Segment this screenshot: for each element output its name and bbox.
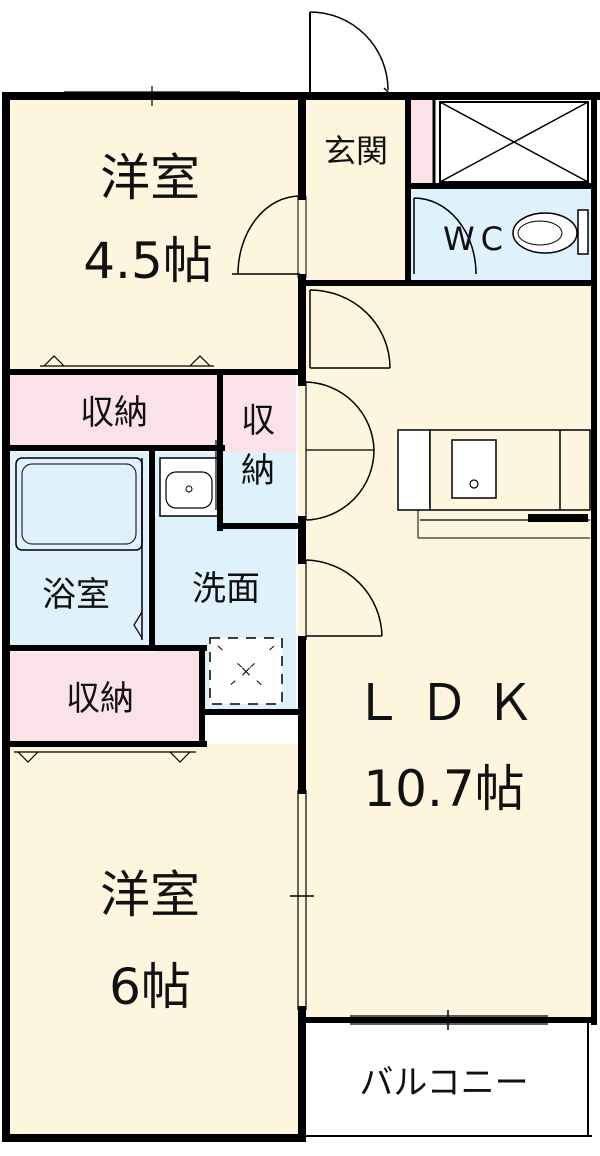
wc-label: WC — [443, 220, 509, 258]
svg-text:×: × — [240, 664, 252, 680]
toilet-icon — [512, 209, 589, 255]
entrance-label: 玄関 — [324, 132, 388, 170]
door-hall — [297, 196, 391, 369]
ldk-size: 10.7帖 — [363, 760, 524, 818]
door-washroom — [305, 559, 383, 640]
doors-windows — [14, 11, 548, 1030]
entrance-strip — [408, 98, 434, 188]
storage-south-label: 収納 — [66, 679, 134, 719]
door-bedroom-north — [232, 195, 301, 275]
kitchen-counter — [397, 429, 591, 539]
labels: 洋室 4.5帖 玄関 WC 収納 収 納 浴室 洗面 収納 Ｌ Ｄ Ｋ 10.7… — [42, 132, 535, 1103]
hall-fill — [298, 188, 408, 283]
door-bedroom-south — [290, 790, 314, 1010]
fixtures: × — [15, 101, 592, 1137]
front-door — [309, 11, 393, 97]
storage-mid-label: 収 納 — [241, 401, 275, 491]
storage-south-fill — [10, 652, 200, 742]
room-fills — [10, 98, 592, 1136]
ldk-name: Ｌ Ｄ Ｋ — [353, 674, 535, 732]
bedroom-south-size: 6帖 — [109, 958, 191, 1016]
balcony-fill — [305, 1020, 592, 1136]
balcony-label: バルコニー — [359, 1063, 528, 1103]
shoe-cabinet — [439, 101, 589, 183]
door-wc — [413, 197, 477, 275]
storage-north-fill — [10, 375, 218, 445]
entrance-fill — [298, 98, 408, 188]
bedroom-north-size: 4.5帖 — [83, 232, 213, 290]
window-balcony — [350, 1010, 548, 1030]
bath-label: 浴室 — [42, 575, 110, 615]
svg-text:納: 納 — [241, 451, 275, 491]
bedroom-north-name: 洋室 — [100, 149, 200, 207]
ldk-fill — [298, 283, 592, 1020]
svg-text:収: 収 — [241, 401, 275, 441]
storage-door-marks — [14, 355, 217, 763]
washing-machine-pan-icon: × — [209, 637, 283, 705]
bedroom-south-fill — [10, 744, 298, 1136]
washroom-label: 洗面 — [192, 569, 260, 609]
window-north — [64, 86, 240, 106]
door-storage-mid — [305, 381, 375, 521]
wash-basin-icon — [159, 457, 219, 517]
bedroom-south-name: 洋室 — [100, 866, 200, 924]
storage-north-label: 収納 — [80, 393, 148, 433]
bedroom-north-fill — [10, 98, 298, 370]
bathtub-icon — [15, 457, 143, 640]
